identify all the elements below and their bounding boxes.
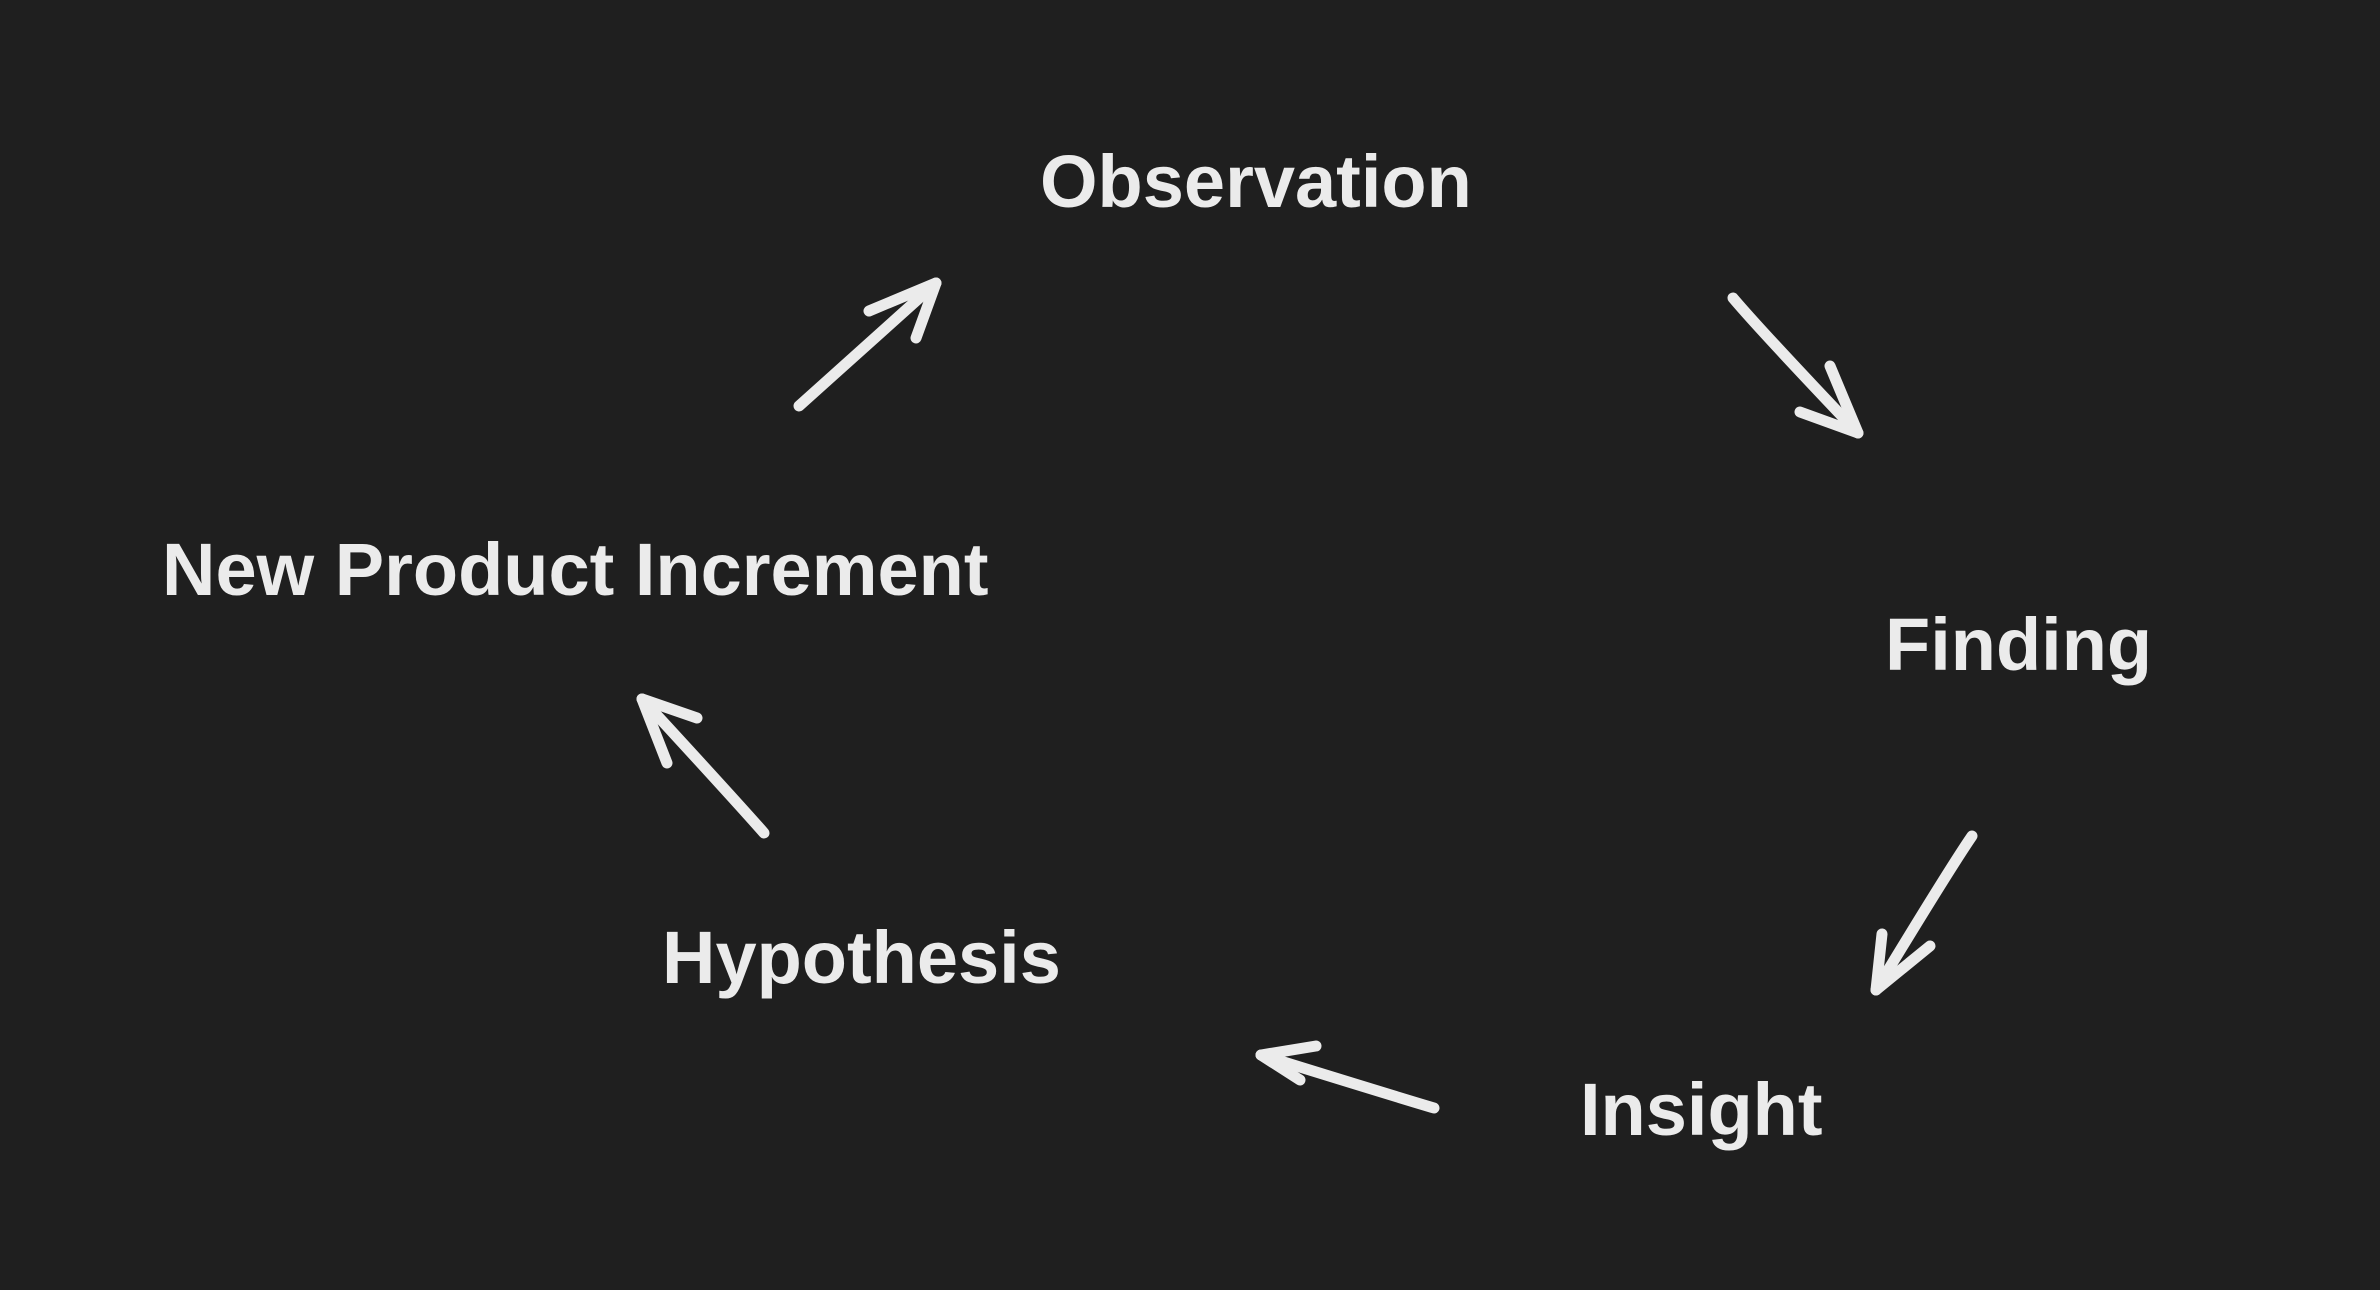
arrow-new-product-increment-to-observation: [793, 277, 942, 412]
arrow-finding-to-insight: [1870, 830, 1978, 996]
node-finding: Finding: [1885, 603, 2153, 686]
arrow-observation-to-finding: [1727, 292, 1864, 439]
arrow-hypothesis-to-new-product-increment: [636, 693, 770, 839]
arrow-insight-to-hypothesis: [1255, 1040, 1440, 1114]
node-observation: Observation: [1040, 140, 1472, 223]
node-new-product-increment: New Product Increment: [162, 528, 989, 611]
node-insight: Insight: [1580, 1068, 1823, 1151]
node-hypothesis: Hypothesis: [662, 916, 1061, 999]
